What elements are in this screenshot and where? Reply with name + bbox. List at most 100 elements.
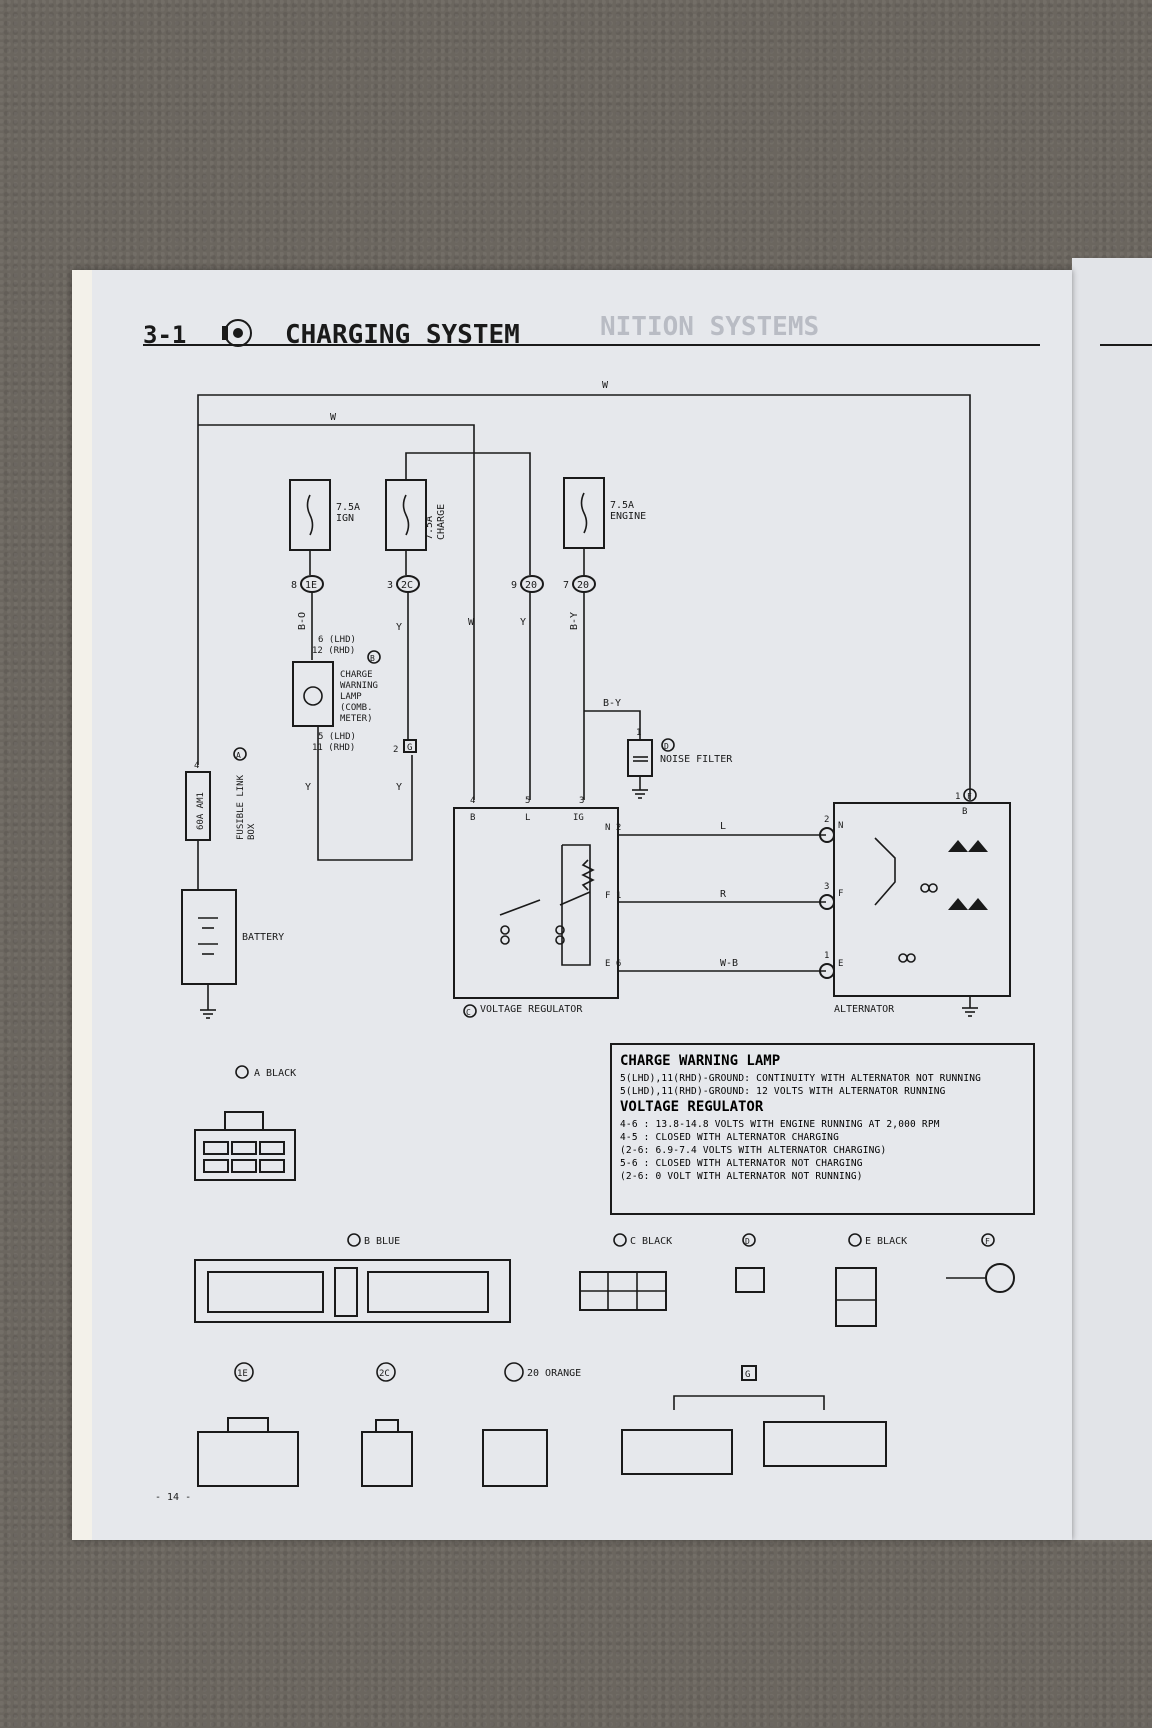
connector-g-ref: G <box>407 743 412 753</box>
lamp-label-3: LAMP <box>340 692 362 702</box>
alt-pin-1f: 1 <box>955 792 960 802</box>
reg-label: VOLTAGE REGULATOR <box>480 1004 583 1015</box>
battery-label: BATTERY <box>242 932 284 943</box>
connector-1e-id: 1E <box>305 580 317 591</box>
battery <box>181 889 237 985</box>
alt-field-coil-icon <box>898 953 908 963</box>
alt-e-connector-n <box>819 827 835 843</box>
connector-1e-pin: 8 <box>291 580 297 591</box>
page-number: - 14 - <box>155 1492 191 1503</box>
reg-coil1b-icon <box>500 935 510 945</box>
connector-view-g: G <box>621 1365 887 1475</box>
alt-pin-e: E <box>838 959 843 969</box>
wire-label-by-filter: B-Y <box>603 698 621 709</box>
lamp-pin-bot: 5 (LHD) <box>318 732 356 742</box>
fuse-charge-name: CHARGE <box>436 504 447 540</box>
connector-view-b: B BLUE <box>194 1233 511 1323</box>
fusible-link-ref: A <box>236 751 241 760</box>
connector-view-a-label: A BLACK <box>254 1068 296 1079</box>
charge-warning-lamp <box>292 661 334 727</box>
connector-view-1e-label: 1E <box>237 1369 248 1379</box>
voltage-regulator <box>453 807 619 999</box>
alt-pin-n: N <box>838 821 843 831</box>
lamp-bulb-icon <box>303 686 323 706</box>
connector-view-a: A BLACK <box>194 1065 296 1181</box>
fuse-charge-rating: 7.5A <box>424 516 435 540</box>
fuse-ign-element <box>306 494 314 536</box>
wire-w-second <box>198 424 475 800</box>
fuse-engine-name: ENGINE <box>610 511 646 522</box>
ground-icon-alt <box>962 1007 978 1017</box>
reg-coil2b-icon <box>555 935 565 945</box>
info-reg-title: VOLTAGE REGULATOR <box>620 1099 764 1115</box>
wire-label-by: B-Y <box>569 612 580 630</box>
wire-label-l: L <box>720 821 726 832</box>
alt-coil-icon <box>920 883 930 893</box>
connector-view-g-label: G <box>745 1370 750 1380</box>
noise-filter-pin: 1 <box>636 728 641 738</box>
lamp-label-5: METER) <box>340 714 373 724</box>
connector-view-f: F <box>946 1233 1015 1293</box>
noise-filter-label: NOISE FILTER <box>660 754 733 765</box>
ground-icon-battery <box>200 1009 216 1019</box>
connector-2c-pin: 3 <box>387 580 393 591</box>
alt-diode-icon-3 <box>948 898 968 910</box>
info-lamp-title: CHARGE WARNING LAMP <box>620 1053 781 1069</box>
alt-stator-icon <box>874 837 896 906</box>
info-reg-line-5: (2-6: 0 VOLT WITH ALTERNATOR NOT RUNNING… <box>620 1171 863 1182</box>
fuse-engine-element <box>580 492 588 534</box>
fusible-link-rating: 60A AM1 <box>196 792 206 830</box>
connector-g-pin: 2 <box>393 745 398 755</box>
info-reg-line-4: 5-6 : CLOSED WITH ALTERNATOR NOT CHARGIN… <box>620 1158 863 1169</box>
reg-resistor-icon <box>581 859 595 891</box>
wire-w-top <box>197 394 971 800</box>
right-page <box>1072 258 1152 1540</box>
connector-20-id-9: 20 <box>525 580 537 591</box>
lamp-ref: B <box>370 654 375 663</box>
connector-view-c-label: C BLACK <box>630 1236 672 1247</box>
fuse-engine-rating: 7.5A <box>610 500 634 511</box>
lamp-label-1: CHARGE <box>340 670 373 680</box>
connector-view-e-label: E BLACK <box>865 1236 907 1247</box>
alt-pin-1: 1 <box>824 951 829 961</box>
wire-label-w-vert: W <box>468 617 475 628</box>
alt-e-connector-e <box>819 963 835 979</box>
alt-label: ALTERNATOR <box>834 1004 895 1015</box>
page-edge <box>72 270 92 1540</box>
alternator-header-icon <box>222 319 252 347</box>
wire-noise-filter <box>584 710 641 740</box>
connector-view-f-label: F <box>985 1237 990 1246</box>
reg-ref: C <box>466 1008 471 1017</box>
lamp-pin-bot2: 11 (RHD) <box>312 743 355 753</box>
noise-filter-ref: D <box>664 742 669 751</box>
info-lamp-line-1: 5(LHD),11(RHD)-GROUND: CONTINUITY WITH A… <box>620 1073 982 1084</box>
alt-diode-icon-4 <box>968 898 988 910</box>
info-reg-line-2: 4-5 : CLOSED WITH ALTERNATOR CHARGING <box>620 1132 840 1143</box>
fusible-link-ref-circle <box>233 747 247 761</box>
wire-label-r: R <box>720 889 727 900</box>
connector-view-c: C BLACK <box>579 1233 672 1311</box>
alt-pin-3: 3 <box>824 882 829 892</box>
connector-view-b-label: B BLUE <box>364 1236 400 1247</box>
connector-view-1e: 1E <box>197 1362 299 1487</box>
left-page <box>72 270 1072 1540</box>
fusible-link-label2: BOX <box>247 823 257 840</box>
reg-pin-f1: F 1 <box>605 891 621 901</box>
wire-label-y3: Y <box>396 782 402 793</box>
connector-20-pin-9: 9 <box>511 580 517 591</box>
connector-20-pin-7: 7 <box>563 580 569 591</box>
connector-20-circle-9 <box>520 575 544 593</box>
noise-filter-ref-circle <box>661 738 675 752</box>
reg-pin-3: 3 <box>579 796 584 806</box>
alt-f-ref: F <box>967 792 972 801</box>
alt-coil-icon-2 <box>928 883 938 893</box>
reg-pin-e6: E 6 <box>605 959 621 969</box>
fuse-ign-name: IGN <box>336 513 354 524</box>
connector-2c-id: 2C <box>401 580 413 591</box>
test-info-box: CHARGE WARNING LAMP 5(LHD),11(RHD)-GROUN… <box>610 1043 1035 1215</box>
alt-e-connector-f <box>819 894 835 910</box>
connector-20-id-7: 20 <box>577 580 589 591</box>
connector-g-box <box>403 739 417 753</box>
lamp-label-4: (COMB. <box>340 703 373 713</box>
reg-pin-4: 4 <box>470 796 475 806</box>
